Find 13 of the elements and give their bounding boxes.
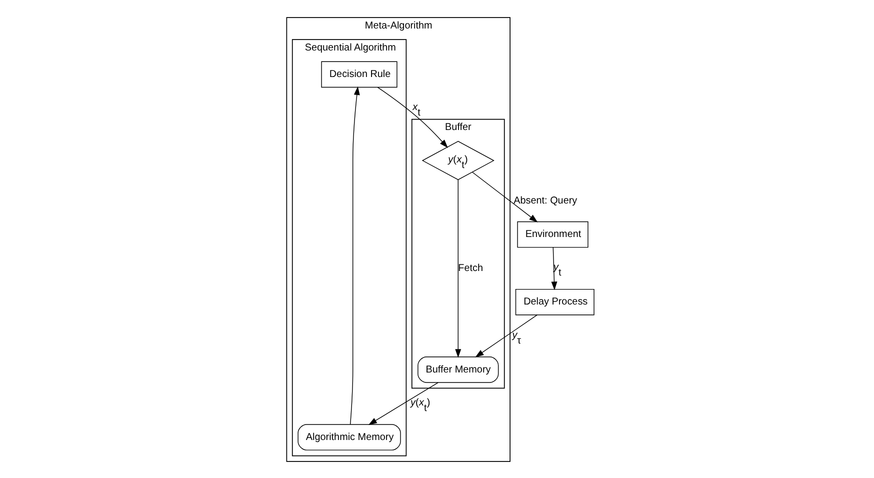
node-box: Buffer Memory [417, 356, 498, 382]
node-box: Algorithmic Memory [297, 424, 400, 450]
arrow [368, 382, 438, 424]
arrow [454, 179, 461, 358]
node-box: Environment [516, 220, 588, 248]
arrow [474, 314, 537, 357]
arrow [471, 171, 538, 222]
node-box: Decision Rule [320, 60, 397, 88]
arrow [376, 86, 448, 148]
node-box: Delay Process [514, 288, 594, 315]
edge-label: Fetch [458, 262, 482, 274]
arrow [349, 86, 360, 424]
edge-label: Absent: Query [513, 194, 577, 206]
